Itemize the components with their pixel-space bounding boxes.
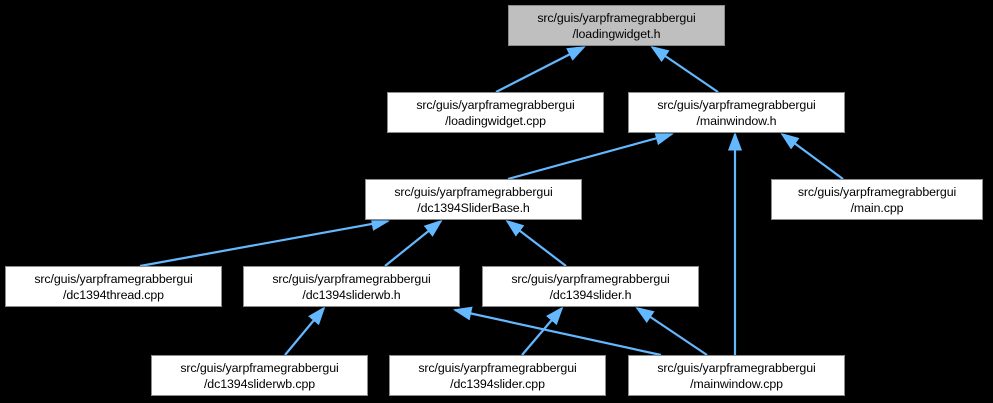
graph-node-label: src/guis/yarpframegrabbergui /dc1394slid…: [272, 271, 431, 302]
graph-edge-dc1394slider-cpp-to-dc1394slider-h: [521, 306, 564, 356]
graph-node-label: src/guis/yarpframegrabbergui /mainwindow…: [657, 97, 816, 128]
graph-node-dc1394slider-cpp[interactable]: src/guis/yarpframegrabbergui /dc1394slid…: [389, 355, 606, 396]
graph-node-main-cpp[interactable]: src/guis/yarpframegrabbergui /main.cpp: [771, 179, 983, 220]
graph-node-label: src/guis/yarpframegrabbergui /main.cpp: [797, 184, 957, 215]
graph-node-label: src/guis/yarpframegrabbergui /dc1394thre…: [34, 271, 193, 302]
graph-node-label: src/guis/yarpframegrabbergui /dc1394slid…: [511, 271, 670, 302]
graph-edge-dc1394sliderbase-h-to-mainwindow-h: [507, 131, 675, 181]
graph-node-mainwindow-h[interactable]: src/guis/yarpframegrabbergui /mainwindow…: [628, 92, 845, 133]
graph-edge-mainwindow-h-to-loadingwidget-h: [650, 45, 719, 93]
graph-node-dc1394slider-h[interactable]: src/guis/yarpframegrabbergui /dc1394slid…: [482, 266, 699, 307]
graph-edge-loadingwidget-cpp-to-loadingwidget-h: [495, 45, 586, 93]
graph-node-dc1394thread-cpp[interactable]: src/guis/yarpframegrabbergui /dc1394thre…: [5, 266, 222, 307]
graph-node-label: src/guis/yarpframegrabbergui /loadingwid…: [416, 97, 575, 128]
graph-edge-dc1394sliderwb-cpp-to-dc1394sliderwb-h: [284, 306, 326, 356]
graph-edge-dc1394slider-h-to-dc1394sliderbase-h: [505, 219, 567, 267]
graph-node-dc1394sliderbase-h[interactable]: src/guis/yarpframegrabbergui /dc1394Slid…: [365, 179, 582, 220]
graph-edge-mainwindow-cpp-to-dc1394sliderwb-h: [452, 306, 662, 357]
graph-node-dc1394sliderwb-cpp[interactable]: src/guis/yarpframegrabbergui /dc1394slid…: [151, 355, 368, 396]
graph-node-label: src/guis/yarpframegrabbergui /dc1394slid…: [418, 360, 577, 391]
graph-node-label: src/guis/yarpframegrabbergui /mainwindow…: [657, 360, 816, 391]
graph-node-loadingwidget-cpp[interactable]: src/guis/yarpframegrabbergui /loadingwid…: [387, 92, 604, 133]
graph-edge-dc1394sliderwb-h-to-dc1394sliderbase-h: [384, 219, 443, 267]
graph-edge-mainwindow-cpp-to-dc1394slider-h: [635, 306, 708, 356]
graph-edge-main-cpp-to-mainwindow-h: [780, 132, 844, 180]
graph-node-loadingwidget-h[interactable]: src/guis/yarpframegrabbergui /loadingwid…: [508, 5, 725, 46]
graph-node-label: src/guis/yarpframegrabbergui /dc1394Slid…: [394, 184, 553, 215]
graph-node-mainwindow-cpp[interactable]: src/guis/yarpframegrabbergui /mainwindow…: [628, 355, 845, 396]
graph-node-label: src/guis/yarpframegrabbergui /dc1394slid…: [180, 360, 339, 391]
graph-node-label: src/guis/yarpframegrabbergui /loadingwid…: [537, 10, 696, 41]
graph-node-dc1394sliderwb-h[interactable]: src/guis/yarpframegrabbergui /dc1394slid…: [243, 266, 460, 307]
graph-edge-dc1394thread-cpp-to-dc1394sliderbase-h: [139, 217, 391, 268]
